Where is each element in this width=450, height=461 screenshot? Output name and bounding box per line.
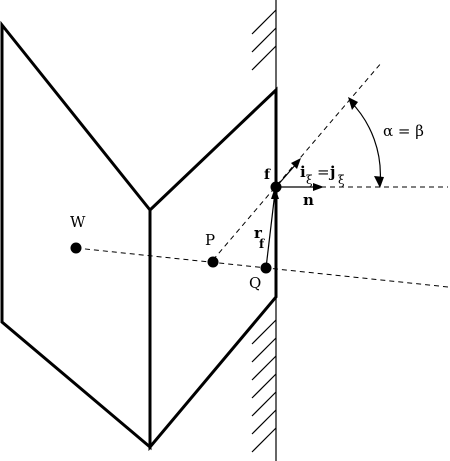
point-w	[70, 242, 82, 254]
point-q	[260, 262, 272, 274]
angle-arrowhead-top	[348, 97, 358, 110]
label-n: n	[303, 191, 314, 209]
angle-arrowhead-bottom	[374, 176, 384, 188]
label-angle-equals: =	[393, 122, 415, 140]
label-equals: =	[317, 163, 330, 181]
angle-arc	[349, 100, 381, 185]
label-j-subscript: ξ	[338, 173, 345, 187]
label-angle: α = β	[383, 122, 424, 140]
label-f: f	[264, 167, 271, 183]
point-p	[207, 256, 219, 268]
i-xi-arrowhead	[291, 158, 301, 169]
wall-hatching-bottom	[251, 319, 277, 453]
rf-vector	[265, 191, 276, 269]
n-arrowhead	[313, 183, 324, 191]
point-f	[270, 181, 282, 193]
label-i: i	[300, 163, 306, 181]
cell-w-outline	[0, 20, 152, 451]
label-r-subscript: f	[259, 237, 265, 251]
label-i-subscript: ξ	[306, 173, 313, 187]
label-alpha: α	[383, 122, 393, 140]
label-q: Q	[249, 274, 261, 292]
rf-arrowhead	[271, 187, 279, 199]
label-w: W	[70, 213, 86, 231]
label-p: P	[205, 231, 215, 249]
label-beta: β	[415, 122, 424, 140]
label-r: r	[254, 224, 263, 242]
label-j: j	[328, 163, 335, 181]
wall-hatching-top	[251, 9, 277, 71]
